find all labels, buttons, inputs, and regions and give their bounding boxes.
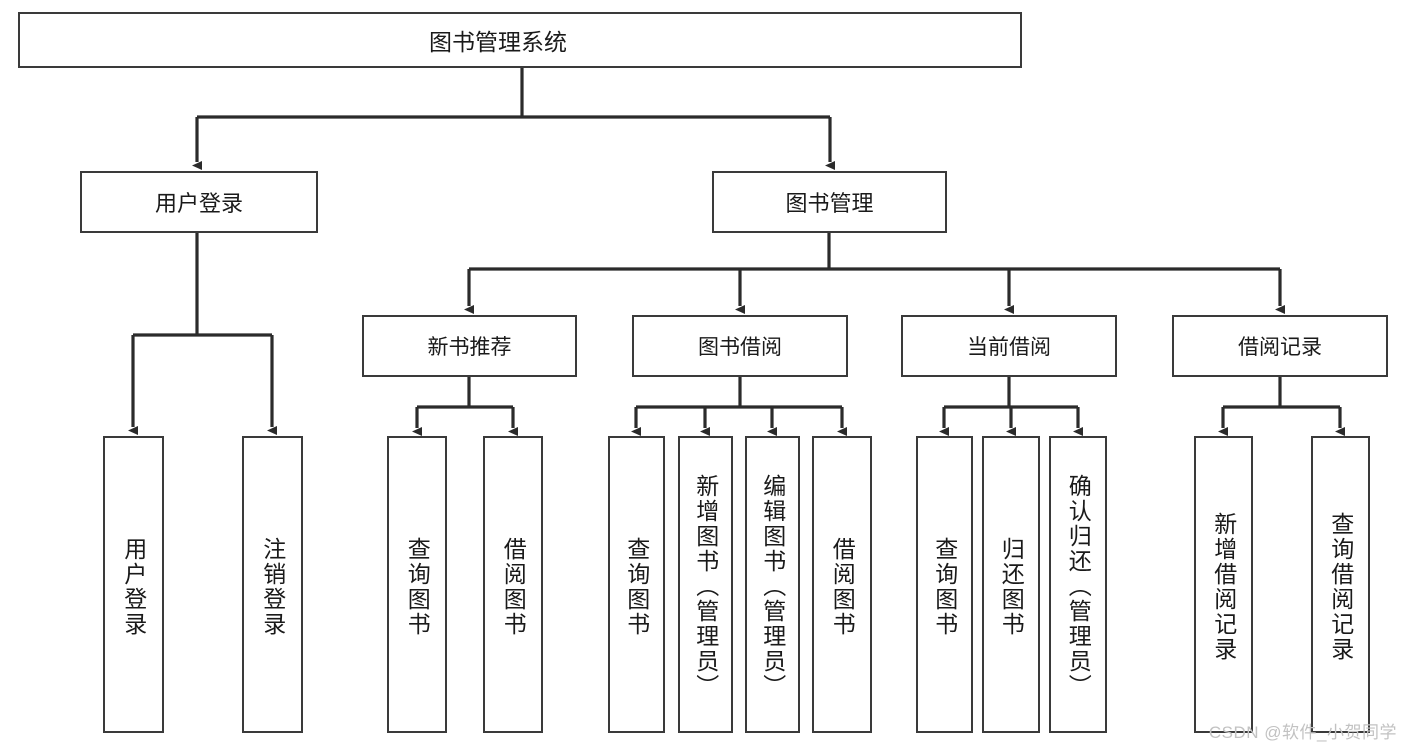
node-root[interactable]: 图书管理系统 xyxy=(18,12,1022,68)
node-leaf-query-book-2-label: 查询图书 xyxy=(623,536,650,637)
node-leaf-borrow-book-2[interactable]: 借阅图书 xyxy=(812,436,872,733)
node-book-borrow-label: 图书借阅 xyxy=(698,336,782,359)
node-leaf-query-book-3-label: 查询图书 xyxy=(931,536,958,637)
node-leaf-user-login-label: 用户登录 xyxy=(120,536,147,637)
node-leaf-logout[interactable]: 注销登录 xyxy=(242,436,303,733)
node-leaf-logout-label: 注销登录 xyxy=(259,536,286,637)
node-borrow-record-label: 借阅记录 xyxy=(1238,336,1322,359)
node-leaf-add-record[interactable]: 新增借阅记录 xyxy=(1194,436,1253,733)
node-leaf-borrow-book-1[interactable]: 借阅图书 xyxy=(483,436,543,733)
node-leaf-borrow-book-2-label: 借阅图书 xyxy=(829,536,856,637)
node-leaf-return-book-label: 归还图书 xyxy=(998,536,1025,637)
node-book-borrow[interactable]: 图书借阅 xyxy=(632,315,848,377)
node-leaf-add-record-label: 新增借阅记录 xyxy=(1210,511,1237,662)
node-leaf-query-book-1[interactable]: 查询图书 xyxy=(387,436,447,733)
node-user-login-label: 用户登录 xyxy=(154,191,243,216)
node-new-book-recommend[interactable]: 新书推荐 xyxy=(362,315,577,377)
node-root-label: 图书管理系统 xyxy=(429,29,567,55)
node-leaf-query-record-label: 查询借阅记录 xyxy=(1327,511,1354,662)
watermark: CSDN @软件_小贺同学 xyxy=(1208,723,1397,742)
node-leaf-borrow-book-1-label: 借阅图书 xyxy=(500,536,527,637)
node-leaf-edit-book-label: 编辑图书（管理员） xyxy=(759,474,786,699)
node-leaf-query-record[interactable]: 查询借阅记录 xyxy=(1311,436,1370,733)
node-leaf-confirm-return[interactable]: 确认归还（管理员） xyxy=(1049,436,1107,733)
node-current-borrow[interactable]: 当前借阅 xyxy=(901,315,1117,377)
node-leaf-confirm-return-label: 确认归还（管理员） xyxy=(1065,474,1092,699)
node-borrow-record[interactable]: 借阅记录 xyxy=(1172,315,1388,377)
node-leaf-user-login[interactable]: 用户登录 xyxy=(103,436,164,733)
node-leaf-query-book-1-label: 查询图书 xyxy=(404,536,431,637)
node-book-management[interactable]: 图书管理 xyxy=(712,171,947,233)
node-new-book-recommend-label: 新书推荐 xyxy=(427,336,512,359)
node-current-borrow-label: 当前借阅 xyxy=(967,336,1051,359)
node-leaf-add-book[interactable]: 新增图书（管理员） xyxy=(678,436,733,733)
node-user-login[interactable]: 用户登录 xyxy=(80,171,318,233)
node-leaf-edit-book[interactable]: 编辑图书（管理员） xyxy=(745,436,800,733)
node-book-management-label: 图书管理 xyxy=(785,191,874,216)
node-leaf-return-book[interactable]: 归还图书 xyxy=(982,436,1040,733)
node-leaf-query-book-2[interactable]: 查询图书 xyxy=(608,436,665,733)
node-leaf-query-book-3[interactable]: 查询图书 xyxy=(916,436,973,733)
node-leaf-add-book-label: 新增图书（管理员） xyxy=(692,474,719,699)
